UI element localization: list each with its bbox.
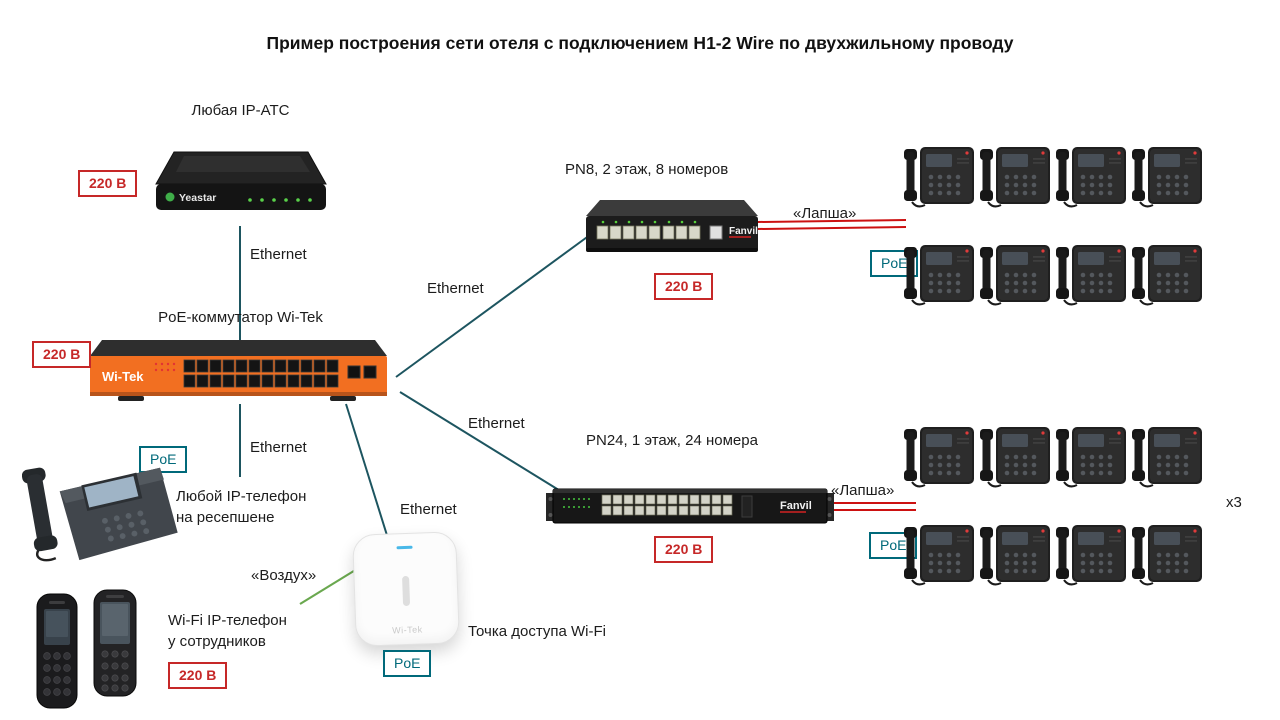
power-badge-pbx: 220 В [78, 170, 138, 197]
ap-brand-text: Wi-Tek [392, 624, 423, 636]
desk-phone [1131, 524, 1203, 588]
reception-phone-label-line1: Любой IP-телефон [176, 488, 307, 505]
poe-badge-reception: PoE [139, 446, 188, 473]
wifi-handset-device [36, 593, 78, 709]
diagram-title: Пример построения сети отеля с подключен… [266, 33, 1014, 53]
phones-floor1 [903, 426, 1203, 588]
phones-floor2 [903, 146, 1203, 308]
power-badge-core-switch: 220 В [32, 341, 92, 368]
vozduh-label: «Воздух» [251, 567, 317, 584]
desk-phone [903, 146, 975, 210]
ethernet-label: Ethernet [427, 280, 484, 297]
ethernet-label: Ethernet [250, 439, 307, 456]
ethernet-line-switch-pn24 [399, 391, 563, 493]
lapsha-label-bottom: «Лапша» [831, 482, 895, 499]
ip-pbx-device: Yeastar [155, 151, 327, 210]
reception-ip-phone-device [22, 467, 178, 562]
ethernet-label: Ethernet [400, 501, 457, 518]
core-brand-text: Wi-Tek [102, 369, 144, 384]
pbx-brand-text: Yeastar [179, 192, 216, 204]
desk-phone [1055, 146, 1127, 210]
ethernet-line-switch-pn8 [395, 231, 595, 378]
desk-phone [1131, 146, 1203, 210]
pn8-switch-device: Fanvil [586, 200, 758, 252]
lapsha-line-top-2 [757, 226, 907, 230]
ethernet-line-switch-ap [345, 403, 391, 546]
ap-status-led [396, 545, 413, 550]
pn8-brand-text: Fanvil [729, 226, 758, 237]
lapsha-line-top-1 [757, 219, 907, 223]
desk-phone [1131, 426, 1203, 490]
pn8-label: PN8, 2 этаж, 8 номеров [565, 161, 729, 178]
ethernet-label: Ethernet [468, 415, 525, 432]
reception-phone-label-line2: на ресепшене [176, 509, 275, 526]
desk-phone [1131, 244, 1203, 308]
desk-phone [1055, 244, 1127, 308]
core-switch-label: PoE-коммутатор Wi-Tek [158, 309, 323, 326]
poe-badge-ap: PoE [383, 650, 432, 677]
wifi-phones-label-line1: Wi-Fi IP-телефон [168, 612, 287, 629]
desk-phone [903, 524, 975, 588]
desk-phone [1055, 426, 1127, 490]
pn24-label: PN24, 1 этаж, 24 номера [586, 432, 758, 449]
desk-phone [979, 244, 1051, 308]
ap-label: Точка доступа Wi-Fi [468, 623, 606, 640]
ethernet-label: Ethernet [250, 246, 307, 263]
multiplier-label: x3 [1226, 494, 1242, 511]
poe-switch-device: Wi-Tek [90, 340, 387, 401]
pn24-brand-text: Fanvil [780, 500, 812, 512]
wifi-phones-label: Wi-Fi IP-телефон у сотрудников [168, 610, 287, 652]
power-badge-wifi-phones: 220 В [168, 662, 228, 689]
lapsha-label-top: «Лапша» [793, 205, 857, 222]
wifi-handset-device [93, 589, 137, 697]
desk-phone [903, 244, 975, 308]
power-badge-pn24: 220 В [654, 536, 714, 563]
vozduh-line [299, 568, 358, 605]
ap-logo-slot [402, 575, 411, 607]
desk-phone [903, 426, 975, 490]
desk-phone [1055, 524, 1127, 588]
reception-phone-label: Любой IP-телефон на ресепшене [176, 486, 306, 528]
pbx-label: Любая IP-АТС [191, 102, 290, 119]
wifi-access-point-device: Wi-Tek [352, 531, 460, 647]
pn24-switch-device: Fanvil [546, 488, 834, 524]
desk-phone [979, 146, 1051, 210]
power-badge-pn8: 220 В [654, 273, 714, 300]
desk-phone [979, 524, 1051, 588]
wifi-phones-label-line2: у сотрудников [168, 633, 266, 650]
desk-phone [979, 426, 1051, 490]
